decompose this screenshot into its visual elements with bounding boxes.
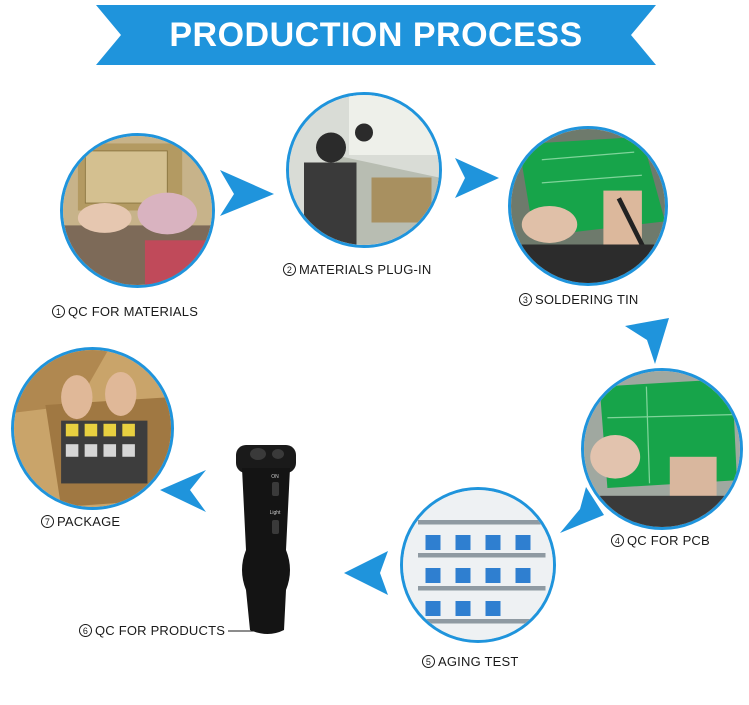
step-2-number: 2 (283, 263, 296, 276)
step-2-photo (286, 92, 442, 248)
product-on-label: ON (271, 474, 279, 480)
arrow-1-to-2 (220, 170, 274, 216)
arrow-5-to-6 (344, 551, 388, 595)
step-4-number: 4 (611, 534, 624, 547)
step-6-label: QC FOR PRODUCTS (95, 623, 226, 638)
step-4-caption: 4 QC FOR PCB (611, 533, 710, 548)
arrow-3-to-4 (625, 318, 669, 364)
step-5-number: 5 (422, 655, 435, 668)
product-light-label: Light (270, 510, 281, 516)
step-2-caption: 2 MATERIALS PLUG-IN (283, 262, 431, 277)
step-4-label: QC FOR PCB (627, 533, 710, 548)
step-4-photo (581, 368, 743, 530)
step-1-number: 1 (52, 305, 65, 318)
step-3-number: 3 (519, 293, 532, 306)
step-3-photo (508, 126, 668, 286)
page-title: PRODUCTION PROCESS (169, 15, 583, 54)
step-7-photo (11, 347, 174, 510)
step-7-caption: 7 PACKAGE (41, 514, 120, 529)
step-1-caption: 1 QC FOR MATERIALS (52, 304, 198, 319)
step-5-caption: 5 AGING TEST (422, 654, 519, 669)
step-6-caption: 6 QC FOR PRODUCTS (79, 623, 225, 638)
arrow-2-to-3 (455, 158, 499, 198)
step-3-label: SOLDERING TIN (535, 292, 639, 307)
step-2-label: MATERIALS PLUG-IN (299, 262, 432, 277)
title-banner (96, 5, 656, 65)
product-device-image: ON Light (236, 445, 296, 634)
step-1-photo (60, 133, 215, 288)
arrow-6-to-7 (160, 470, 206, 512)
step-6-number: 6 (79, 624, 92, 637)
step-1-label: QC FOR MATERIALS (68, 304, 199, 319)
arrow-4-to-5 (560, 487, 604, 533)
step-3-caption: 3 SOLDERING TIN (519, 292, 639, 307)
step-7-number: 7 (41, 515, 54, 528)
product-pointer-line (228, 630, 256, 632)
step-7-label: PACKAGE (57, 514, 121, 529)
step-5-label: AGING TEST (438, 654, 519, 669)
step-5-photo (400, 487, 556, 643)
